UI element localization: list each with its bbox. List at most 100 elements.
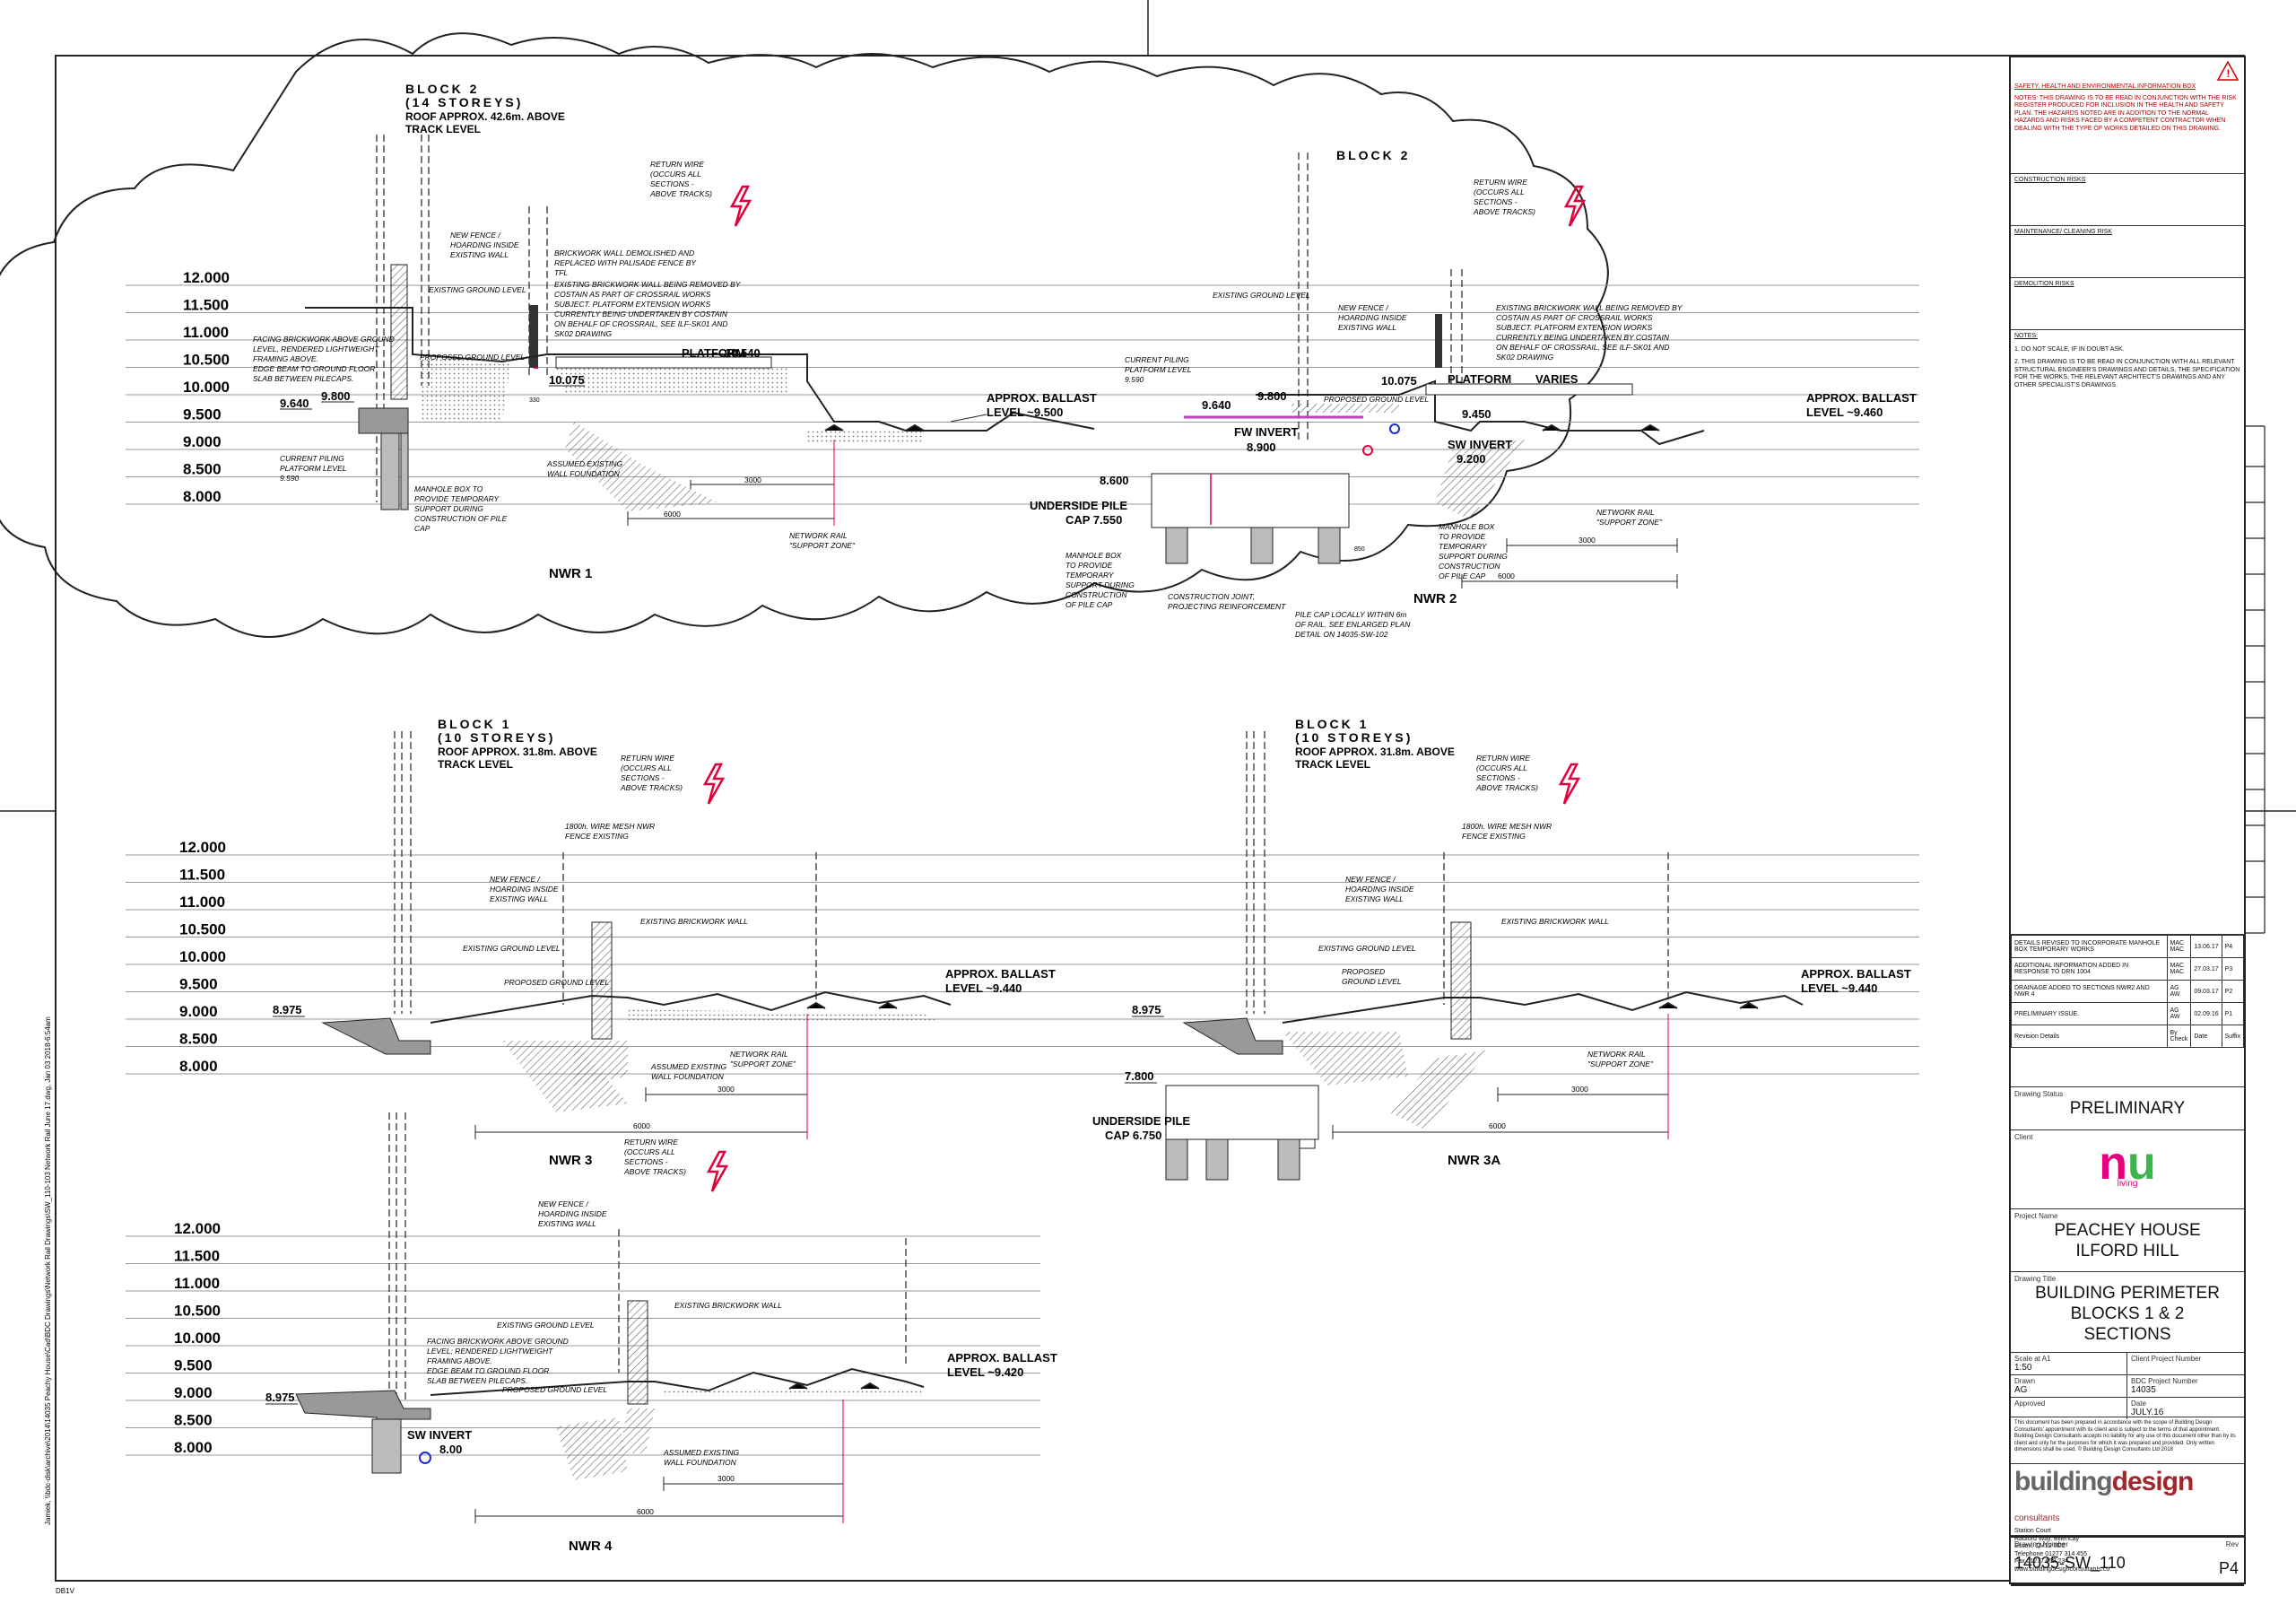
rev-header-suffix: Suffix — [2221, 1025, 2245, 1048]
svg-text:FRAMING ABOVE.: FRAMING ABOVE. — [427, 1356, 492, 1365]
electric-hazard-icon — [702, 763, 726, 805]
underside-pile-cap: UNDERSIDE PILE — [1092, 1114, 1190, 1128]
status-value: PRELIMINARY — [2069, 1099, 2186, 1118]
svg-text:NEW FENCE /: NEW FENCE / — [1338, 303, 1389, 312]
new-fence-note: NEW FENCE / HOARDING INSIDE EXISTING WAL… — [490, 875, 559, 903]
level-label: 10.500 — [179, 921, 226, 938]
block-storeys: (10 STOREYS) — [1295, 730, 1413, 745]
svg-text:RETURN WIRE: RETURN WIRE — [624, 1138, 678, 1147]
safety-box: ! SAFETY, HEALTH AND ENVIRONMENTAL INFOR… — [2011, 57, 2244, 174]
svg-text:COSTAIN AS PART OF CROSSRAIL W: COSTAIN AS PART OF CROSSRAIL WORKS — [554, 290, 711, 299]
existing-brick-note: EXISTING BRICKWORK WALL — [640, 917, 748, 926]
revision-suffix: P1 — [2221, 1002, 2245, 1025]
electric-hazard-icon — [706, 1150, 729, 1192]
svg-text:EXISTING WALL: EXISTING WALL — [538, 1219, 596, 1228]
removed-wall-note: EXISTING BRICKWORK WALL BEING REMOVED BY… — [1496, 303, 1683, 362]
revision-cloud — [0, 32, 1609, 638]
drawing-status: Drawing Status PRELIMINARY — [2011, 1087, 2244, 1130]
address-line: Fax 01277 658 234 — [2014, 1558, 2069, 1565]
svg-text:WALL FOUNDATION: WALL FOUNDATION — [664, 1458, 737, 1467]
level-label: 12.000 — [179, 839, 226, 856]
svg-text:1800h. WIRE MESH NWR: 1800h. WIRE MESH NWR — [1462, 822, 1552, 831]
block-track: TRACK LEVEL — [438, 758, 513, 771]
revision-details: ADDITIONAL INFORMATION ADDED IN RESPONSE… — [2011, 957, 2168, 981]
level-label: 9.000 — [179, 1003, 218, 1020]
date-value: JULY.16 — [2131, 1408, 2164, 1417]
svg-text:GROUND LEVEL: GROUND LEVEL — [1342, 977, 1402, 986]
svg-text:NETWORK RAIL: NETWORK RAIL — [1587, 1050, 1646, 1059]
level-label: 8.500 — [183, 461, 222, 478]
svg-text:"SUPPORT ZONE": "SUPPORT ZONE" — [730, 1060, 796, 1068]
underside-pile-cap-level: CAP 7.550 — [1065, 513, 1122, 527]
return-wire-note: RETURN WIRE (OCCURS ALL SECTIONS - ABOVE… — [620, 754, 683, 792]
svg-text:SUPPORT DURING: SUPPORT DURING — [1065, 580, 1135, 589]
drawing-title-label: Drawing Title — [2014, 1275, 2057, 1283]
edge-grid — [2242, 425, 2266, 934]
existing-ground-note: EXISTING GROUND LEVEL — [497, 1321, 595, 1330]
svg-text:TEMPORARY: TEMPORARY — [1065, 571, 1115, 580]
svg-text:CURRENTLY BEING UNDERTAKEN BY: CURRENTLY BEING UNDERTAKEN BY COSTAIN — [554, 310, 728, 318]
svg-text:ON BEHALF OF CROSSRAIL, SEE IL: ON BEHALF OF CROSSRAIL, SEE ILF-SK01 AND — [1496, 343, 1670, 352]
level-label: 10.500 — [183, 352, 230, 369]
ballast-level: LEVEL ~9.420 — [947, 1365, 1023, 1379]
client-box: Client nu living — [2011, 1130, 2244, 1209]
block-title: BLOCK 2 — [405, 82, 479, 96]
project-name-line2: ILFORD HILL — [2075, 1242, 2179, 1260]
svg-text:MANHOLE BOX: MANHOLE BOX — [1065, 551, 1122, 560]
drawing-title-line3: SECTIONS — [2083, 1325, 2171, 1344]
svg-text:LEVEL, RENDERED LIGHTWEIGHT: LEVEL, RENDERED LIGHTWEIGHT — [253, 344, 379, 353]
svg-text:CONSTRUCTION: CONSTRUCTION — [1065, 590, 1127, 599]
assumed-wall-note: ASSUMED EXISTING WALL FOUNDATION — [546, 459, 622, 478]
svg-text:CONSTRUCTION: CONSTRUCTION — [1439, 562, 1500, 571]
svg-text:SECTIONS -: SECTIONS - — [1476, 773, 1520, 782]
revision-row: DRAINAGE ADDED TO SECTIONS NWR2 AND NWR … — [2011, 980, 2245, 1003]
block-storeys: (10 STOREYS) — [438, 730, 555, 745]
svg-text:SECTIONS -: SECTIONS - — [621, 773, 665, 782]
level-label: 11.000 — [179, 894, 225, 911]
revision-details: DRAINAGE ADDED TO SECTIONS NWR2 AND NWR … — [2011, 980, 2168, 1003]
dim-6000: 6000 — [664, 510, 681, 519]
revision-suffix: P3 — [2221, 957, 2245, 981]
block-roof: ROOF APPROX. 42.6m. ABOVE — [405, 110, 565, 123]
return-wire-note: SECTIONS - — [650, 179, 694, 188]
revision-details: DETAILS REVISED TO INCORPORATE MANHOLE B… — [2011, 935, 2168, 958]
svg-text:ASSUMED EXISTING: ASSUMED EXISTING — [546, 459, 622, 468]
scale-value: 1:50 — [2014, 1363, 2032, 1373]
svg-text:CURRENT PILING: CURRENT PILING — [280, 454, 344, 463]
block-roof: ROOF APPROX. 31.8m. ABOVE — [1295, 746, 1455, 758]
section-label-nwr4: NWR 4 — [569, 1539, 613, 1554]
existing-brick-note: EXISTING BRICKWORK WALL — [674, 1301, 782, 1310]
svg-text:CONSTRUCTION JOINT,: CONSTRUCTION JOINT, — [1168, 592, 1255, 601]
network-rail-note: NETWORK RAIL "SUPPORT ZONE" — [730, 1050, 796, 1068]
rev-value: P4 — [2218, 1559, 2239, 1577]
existing-ground-note: EXISTING GROUND LEVEL — [429, 285, 526, 294]
svg-text:SK02 DRAWING: SK02 DRAWING — [1496, 353, 1553, 362]
svg-text:HOARDING INSIDE: HOARDING INSIDE — [538, 1209, 607, 1218]
svg-text:PROJECTING REINFORCEMENT: PROJECTING REINFORCEMENT — [1168, 602, 1286, 611]
dim-850: 850 — [1354, 546, 1365, 553]
piling-note: CURRENT PILING PLATFORM LEVEL 9.590 — [280, 454, 347, 483]
platform-level: VARIES — [1535, 372, 1578, 386]
svg-text:EXISTING BRICKWORK WALL BEING: EXISTING BRICKWORK WALL BEING REMOVED BY — [1496, 303, 1683, 312]
level-label: 8.500 — [174, 1412, 213, 1429]
platform-label: PLATFORM — [1448, 372, 1511, 386]
project-name-line1: PEACHEY HOUSE — [2054, 1221, 2201, 1240]
wall-top-level: 10.075 — [549, 373, 585, 387]
demolished-note: BRICKWORK WALL DEMOLISHED AND — [554, 249, 694, 257]
svg-text:RETURN WIRE: RETURN WIRE — [1476, 754, 1530, 763]
level-label: 9.500 — [174, 1357, 213, 1374]
svg-text:CAP: CAP — [414, 524, 430, 533]
network-rail-note: NETWORK RAIL "SUPPORT ZONE" — [789, 531, 856, 550]
approved-label: Approved — [2014, 1400, 2046, 1408]
proposed-ground-note: PROPOSED GROUND LEVEL — [1342, 967, 1402, 986]
dim-3000: 3000 — [1571, 1085, 1588, 1094]
copyright-note: This document has been prepared in accor… — [2011, 1417, 2244, 1464]
electric-hazard-icon — [729, 185, 752, 227]
svg-text:FACING BRICKWORK ABOVE GROUND: FACING BRICKWORK ABOVE GROUND — [253, 335, 395, 344]
svg-text:(OCCURS ALL: (OCCURS ALL — [621, 763, 672, 772]
svg-text:PROPOSED: PROPOSED — [1342, 967, 1385, 976]
level-label: 8.500 — [179, 1031, 218, 1048]
svg-text:CONSTRUCTION OF PILE: CONSTRUCTION OF PILE — [414, 514, 508, 523]
assumed-wall-note: ASSUMED EXISTING WALL FOUNDATION — [663, 1448, 739, 1467]
svg-text:PILE CAP LOCALLY WITHIN 6m: PILE CAP LOCALLY WITHIN 6m — [1295, 610, 1406, 619]
